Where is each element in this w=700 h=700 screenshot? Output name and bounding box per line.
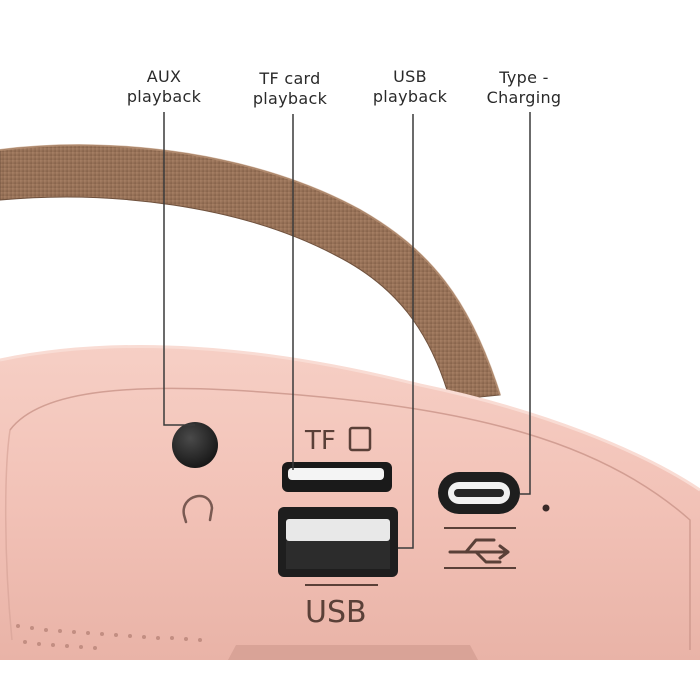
speaker-grille xyxy=(16,624,202,650)
panel-seam xyxy=(9,387,691,650)
usb-symbol-icon xyxy=(448,538,510,564)
strap-edge xyxy=(0,144,501,396)
type-c-charging-label: Type - Charging xyxy=(486,68,562,107)
callout-lines xyxy=(163,112,531,549)
usb-port-shadow xyxy=(286,541,390,569)
bottom-recess xyxy=(228,645,478,660)
typec-callout-line xyxy=(520,112,531,495)
tf-marking: TF xyxy=(304,426,336,456)
aux-callout-line xyxy=(163,112,195,426)
usb-marking: USB xyxy=(305,595,367,630)
tf-card-playback-label: TF card playback xyxy=(252,69,328,108)
panel-inner xyxy=(4,429,13,641)
usb-port-tongue xyxy=(286,519,390,541)
led-indicator xyxy=(542,504,550,512)
aux-playback-label: AUX playback xyxy=(126,67,202,106)
usb-callout-line xyxy=(398,114,414,549)
body-highlight xyxy=(0,344,700,492)
typec-port-tongue xyxy=(454,489,504,497)
tf-slot-inner xyxy=(288,468,384,480)
usb-playback-label: USB playback xyxy=(372,67,448,106)
headphone-icon xyxy=(182,494,214,524)
tf-card-icon xyxy=(348,426,372,452)
aux-jack xyxy=(172,422,218,468)
